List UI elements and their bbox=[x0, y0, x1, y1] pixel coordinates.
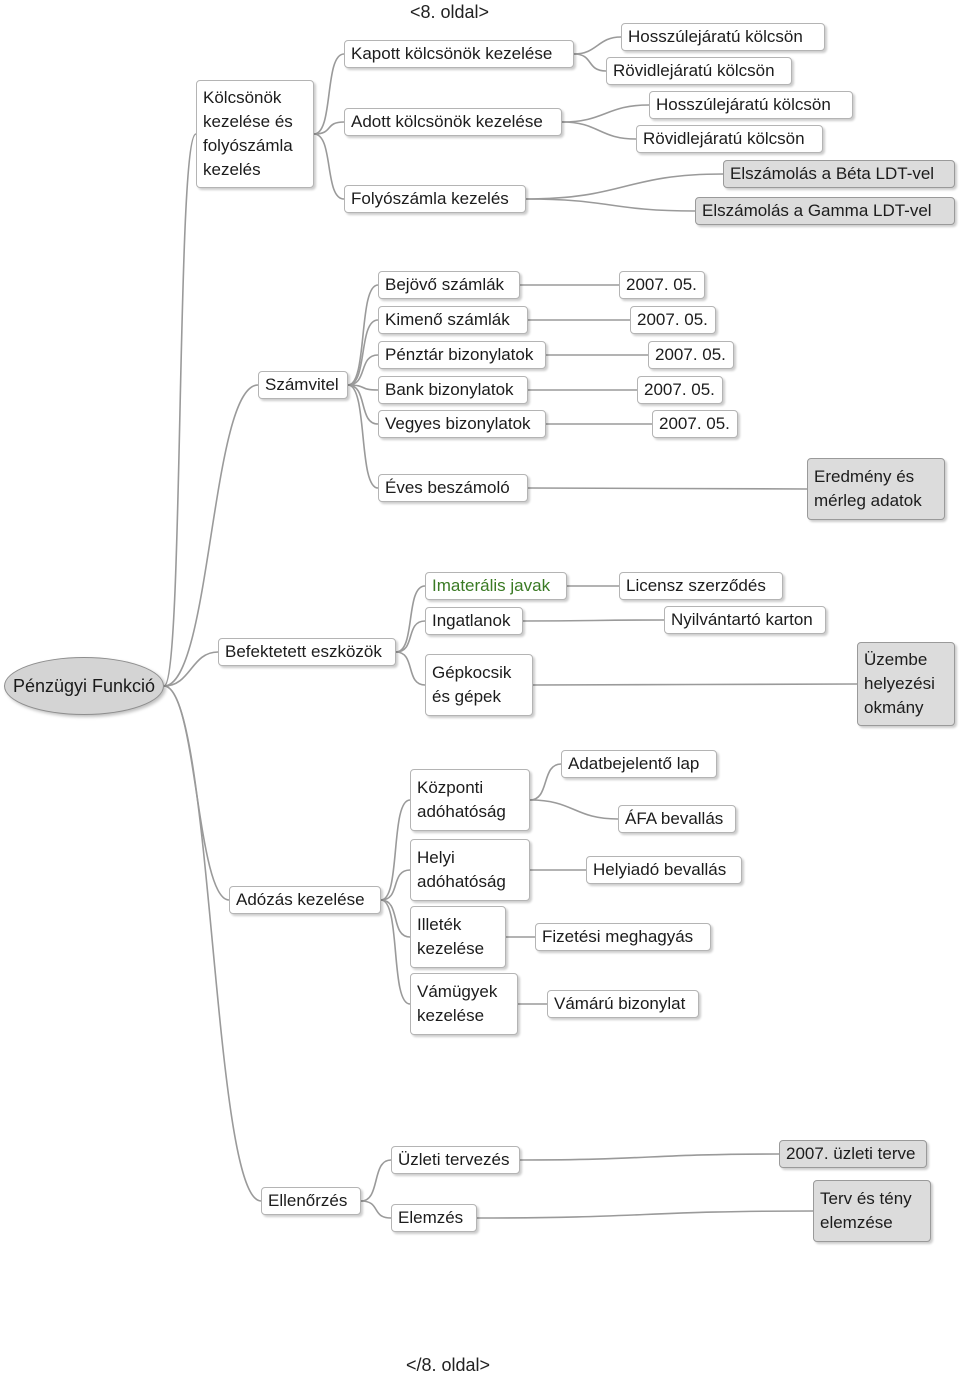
node-vamugyek-kezelese[interactable]: Vámügyek kezelése bbox=[410, 973, 518, 1035]
connector-szamvitel-to-bejovo-szamlak bbox=[347, 284, 379, 386]
node-penztar-bizonylatok[interactable]: Pénztár bizonylatok bbox=[378, 341, 546, 369]
node-kapott-hosszulejaratu[interactable]: Hosszúlejáratú kölcsön bbox=[621, 23, 825, 51]
connector-eves-beszamolo-to-eredmeny-merleg bbox=[527, 487, 808, 490]
node-uzleti-tervezes[interactable]: Üzleti tervezés bbox=[391, 1146, 520, 1174]
connector-adozas-kezelese-to-illetek-kezelese bbox=[380, 899, 411, 938]
connector-elemzes-to-terv-es-teny-elemzese bbox=[476, 1210, 814, 1219]
node-ellenorzes[interactable]: Ellenőrzés bbox=[261, 1187, 361, 1215]
connector-kapott-kolcsonok-to-kapott-rovidlejaratu bbox=[573, 53, 607, 72]
node-adatbejelento-lap[interactable]: Adatbejelentő lap bbox=[561, 750, 717, 778]
node-illetek-kezelese[interactable]: Illeték kezelése bbox=[410, 906, 506, 968]
node-elemzes[interactable]: Elemzés bbox=[391, 1204, 477, 1232]
connector-folyoszamla-kezeles-to-elszamolas-gamma bbox=[525, 198, 696, 212]
node-helyi-adohatosag[interactable]: Helyi adóhatóság bbox=[410, 839, 530, 901]
connector-penzugyi-funkcio-to-ellenorzes bbox=[163, 685, 262, 1202]
node-kimeno-date[interactable]: 2007. 05. bbox=[630, 306, 716, 334]
node-vegyes-date[interactable]: 2007. 05. bbox=[652, 410, 738, 438]
node-vegyes-bizonylatok[interactable]: Vegyes bizonylatok bbox=[378, 410, 546, 438]
node-adozas-kezelese[interactable]: Adózás kezelése bbox=[229, 886, 381, 914]
connector-kolcsonok-kezelese-to-adott-kolcsonok bbox=[313, 121, 345, 135]
page-number-header: <8. oldal> bbox=[410, 2, 490, 22]
connector-penzugyi-funkcio-to-kolcsonok-kezelese bbox=[163, 133, 197, 687]
node-bank-date[interactable]: 2007. 05. bbox=[637, 376, 723, 404]
node-licensz-szerzodes[interactable]: Licensz szerződés bbox=[619, 572, 783, 600]
node-gepkocsik-es-gepek[interactable]: Gépkocsik és gépek bbox=[425, 654, 533, 716]
connector-befektetett-eszkozok-to-imateralis-javak bbox=[395, 585, 426, 653]
node-adott-rovidlejaratu[interactable]: Rövidlejáratú kölcsön bbox=[636, 125, 823, 153]
node-eredmeny-merleg[interactable]: Eredmény és mérleg adatok bbox=[807, 458, 945, 520]
connector-kozponti-adohatosag-to-afa-bevallas bbox=[529, 799, 619, 820]
node-helyiado-bevallas[interactable]: Helyiadó bevallás bbox=[586, 856, 742, 884]
node-kapott-kolcsonok[interactable]: Kapott kölcsönök kezelése bbox=[344, 40, 574, 68]
connector-befektetett-eszkozok-to-gepkocsik-es-gepek bbox=[395, 651, 426, 686]
node-uzembe-helyezesi-okmany[interactable]: Üzembe helyezési okmány bbox=[857, 642, 955, 726]
connector-adott-kolcsonok-to-adott-hosszulejaratu bbox=[561, 104, 650, 123]
node-afa-bevallas[interactable]: ÁFA bevallás bbox=[618, 805, 736, 833]
node-kolcsonok-kezelese[interactable]: Kölcsönök kezelése és folyószámla kezelé… bbox=[196, 80, 314, 188]
node-kimeno-szamlak[interactable]: Kimenő számlák bbox=[378, 306, 528, 334]
connector-kapott-kolcsonok-to-kapott-hosszulejaratu bbox=[573, 36, 622, 55]
node-bejovo-date[interactable]: 2007. 05. bbox=[619, 271, 705, 299]
node-folyoszamla-kezeles[interactable]: Folyószámla kezelés bbox=[344, 185, 526, 213]
connector-adozas-kezelese-to-helyi-adohatosag bbox=[380, 869, 411, 901]
connector-kolcsonok-kezelese-to-folyoszamla-kezeles bbox=[313, 133, 345, 200]
node-imateralis-javak[interactable]: Imaterális javak bbox=[425, 572, 567, 600]
node-elszamolas-gamma[interactable]: Elszámolás a Gamma LDT-vel bbox=[695, 197, 955, 225]
connector-adozas-kezelese-to-kozponti-adohatosag bbox=[380, 799, 411, 901]
node-adott-kolcsonok[interactable]: Adott kölcsönök kezelése bbox=[344, 108, 562, 136]
connector-befektetett-eszkozok-to-ingatlanok bbox=[395, 620, 426, 653]
connector-penzugyi-funkcio-to-szamvitel bbox=[163, 384, 259, 687]
node-eves-beszamolo[interactable]: Éves beszámoló bbox=[378, 474, 528, 502]
connector-szamvitel-to-kimeno-szamlak bbox=[347, 319, 379, 386]
node-kozponti-adohatosag[interactable]: Központi adóhatóság bbox=[410, 769, 530, 831]
connector-ellenorzes-to-elemzes bbox=[360, 1200, 392, 1219]
node-nyilvantarto-karton[interactable]: Nyilvántartó karton bbox=[664, 606, 826, 634]
node-bank-bizonylatok[interactable]: Bank bizonylatok bbox=[378, 376, 528, 404]
node-uzleti-terve-2007[interactable]: 2007. üzleti terve bbox=[779, 1140, 927, 1168]
connector-szamvitel-to-eves-beszamolo bbox=[347, 384, 379, 489]
node-vamaru-bizonylat[interactable]: Vámárú bizonylat bbox=[547, 990, 699, 1018]
connector-uzleti-tervezes-to-uzleti-terve-2007 bbox=[519, 1153, 780, 1161]
connector-szamvitel-to-penztar-bizonylatok bbox=[347, 354, 379, 386]
page-number-footer: </8. oldal> bbox=[406, 1355, 491, 1375]
node-kapott-rovidlejaratu[interactable]: Rövidlejáratú kölcsön bbox=[606, 57, 792, 85]
node-terv-es-teny-elemzese[interactable]: Terv és tény elemzése bbox=[813, 1180, 931, 1242]
node-befektetett-eszkozok[interactable]: Befektetett eszközök bbox=[218, 638, 396, 666]
root-node-penzugyi-funkcio[interactable]: Pénzügyi Funkció bbox=[4, 657, 164, 715]
node-bejovo-szamlak[interactable]: Bejövő számlák bbox=[378, 271, 520, 299]
connector-adott-kolcsonok-to-adott-rovidlejaratu bbox=[561, 121, 637, 140]
node-szamvitel[interactable]: Számvitel bbox=[258, 371, 348, 399]
connector-szamvitel-to-vegyes-bizonylatok bbox=[347, 384, 379, 425]
connector-ellenorzes-to-uzleti-tervezes bbox=[360, 1159, 392, 1202]
connector-penzugyi-funkcio-to-befektetett-eszkozok bbox=[163, 651, 219, 687]
node-penztar-date[interactable]: 2007. 05. bbox=[648, 341, 734, 369]
connector-kolcsonok-kezelese-to-kapott-kolcsonok bbox=[313, 53, 345, 135]
node-adott-hosszulejaratu[interactable]: Hosszúlejáratú kölcsön bbox=[649, 91, 853, 119]
node-fizetesi-meghagyas[interactable]: Fizetési meghagyás bbox=[535, 923, 711, 951]
connector-kozponti-adohatosag-to-adatbejelento-lap bbox=[529, 763, 562, 801]
connector-gepkocsik-es-gepek-to-uzembe-helyezesi-okmany bbox=[532, 683, 858, 686]
node-elszamolas-beta[interactable]: Elszámolás a Béta LDT-vel bbox=[723, 160, 955, 188]
connector-folyoszamla-kezeles-to-elszamolas-beta bbox=[525, 173, 724, 200]
node-ingatlanok[interactable]: Ingatlanok bbox=[425, 607, 523, 635]
connector-ingatlanok-to-nyilvantarto-karton bbox=[522, 619, 665, 622]
connector-adozas-kezelese-to-vamugyek-kezelese bbox=[380, 899, 411, 1005]
